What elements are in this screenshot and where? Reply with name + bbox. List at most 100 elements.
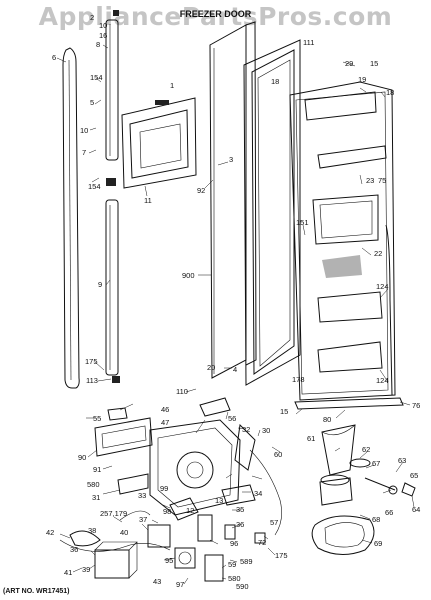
callout-80: 80 — [323, 415, 331, 424]
callout-62: 62 — [362, 445, 370, 454]
callout-580-b: 580 — [228, 574, 241, 583]
callout-178: 178 — [292, 375, 305, 384]
callout-96: 96 — [230, 539, 238, 548]
callout-60: 60 — [274, 450, 282, 459]
callout-7: 7 — [82, 148, 86, 157]
callout-57: 57 — [270, 518, 278, 527]
callout-1: 1 — [170, 81, 174, 90]
callout-92: 92 — [197, 186, 205, 195]
callout-29: 29 — [345, 59, 353, 68]
callout-59: 59 — [228, 560, 236, 569]
callout-35: 35 — [236, 505, 244, 514]
ice-bucket-parts — [311, 424, 416, 555]
callout-154-top: 154 — [90, 73, 103, 82]
callout-31: 31 — [92, 493, 100, 502]
callout-47: 47 — [161, 418, 169, 427]
callout-68: 68 — [372, 515, 380, 524]
callout-13: 13 — [215, 496, 223, 505]
callout-154: 154 — [88, 182, 101, 191]
callout-91: 91 — [93, 465, 101, 474]
callout-23: 23 — [366, 176, 374, 185]
callout-3: 3 — [229, 155, 233, 164]
dispenser-housing — [94, 397, 256, 516]
callout-72: 72 — [258, 538, 266, 547]
callout-124: 124 — [376, 376, 389, 385]
door-gasket — [243, 39, 301, 386]
callout-12: 12 — [186, 506, 194, 515]
callout-76: 76 — [412, 401, 420, 410]
callout-30: 30 — [262, 426, 270, 435]
callout-40: 40 — [120, 528, 128, 537]
callout-19: 19 — [358, 75, 366, 84]
wire-harness — [59, 449, 282, 552]
callout-18-a: 18 — [271, 77, 279, 86]
callout-590: 590 — [236, 582, 249, 591]
callout-37: 37 — [139, 515, 147, 524]
bottom-rail — [294, 224, 404, 410]
callout-34: 34 — [254, 489, 262, 498]
callout-38: 38 — [88, 526, 96, 535]
callout-98: 98 — [163, 507, 171, 516]
callout-41: 41 — [64, 568, 72, 577]
callout-42: 42 — [46, 528, 54, 537]
callout-61: 61 — [307, 434, 315, 443]
callout-15: 15 — [280, 407, 288, 416]
callout-56: 56 — [228, 414, 236, 423]
handle-trim — [105, 10, 120, 383]
freezer-door-panel — [209, 21, 257, 379]
callout-111: 111 — [303, 38, 314, 47]
callout-6: 6 — [52, 53, 56, 62]
diagram-title: FREEZER DOOR — [179, 9, 252, 19]
dispenser-window — [121, 97, 197, 189]
door-trim-strip — [62, 47, 80, 389]
callout-66: 66 — [385, 508, 393, 517]
callout-99: 99 — [160, 484, 168, 493]
callout-257-179: 257,179 — [100, 509, 127, 518]
callout-9: 9 — [98, 280, 102, 289]
callout-175-low: 175 — [275, 551, 288, 560]
callout-151: 151 — [296, 218, 309, 227]
callout-33: 33 — [138, 491, 146, 500]
callout-589: 589 — [240, 557, 253, 566]
art-number: (ART NO. WR17451) — [3, 588, 70, 595]
leader-lines — [56, 44, 415, 585]
callout-36: 36 — [236, 520, 244, 529]
callout-90: 90 — [78, 453, 86, 462]
callout-43: 43 — [153, 577, 161, 586]
callout-2: 2 — [90, 13, 94, 22]
callout-113: 113 — [86, 376, 98, 385]
callout-95: 95 — [165, 556, 173, 565]
callout-124-top: 124 — [376, 282, 389, 291]
callout-5: 5 — [90, 98, 94, 107]
callout-55: 55 — [93, 414, 101, 423]
callout-4: 4 — [233, 365, 237, 374]
callout-22: 22 — [374, 249, 382, 258]
callout-18-b: 18 — [386, 88, 394, 97]
callout-11: 11 — [144, 196, 152, 205]
door-liner — [289, 81, 396, 401]
callout-580-a: 580 — [87, 480, 100, 489]
callout-15-top: 15 — [370, 59, 378, 68]
callout-36b: 36 — [70, 545, 78, 554]
callout-32: 32 — [242, 425, 250, 434]
callout-labels: 6 8 2 10 16 154 5 10 7 154 11 1 3 92 9 1… — [46, 13, 420, 591]
callout-46: 46 — [161, 405, 169, 414]
callout-175: 175 — [85, 357, 98, 366]
callout-20: 20 — [207, 363, 215, 372]
callout-16: 16 — [99, 31, 107, 40]
callout-65: 65 — [410, 471, 418, 480]
callout-97: 97 — [176, 580, 184, 589]
callout-110: 110 — [176, 387, 188, 396]
callout-8: 8 — [96, 40, 100, 49]
callout-900: 900 — [182, 271, 195, 280]
callout-10-top: 10 — [99, 21, 107, 30]
callout-75: 75 — [378, 176, 386, 185]
callout-63: 63 — [398, 456, 406, 465]
callout-10: 10 — [80, 126, 88, 135]
callout-39: 39 — [82, 565, 90, 574]
callout-69: 69 — [374, 539, 382, 548]
callout-64: 64 — [412, 505, 420, 514]
callout-67: 67 — [372, 459, 380, 468]
